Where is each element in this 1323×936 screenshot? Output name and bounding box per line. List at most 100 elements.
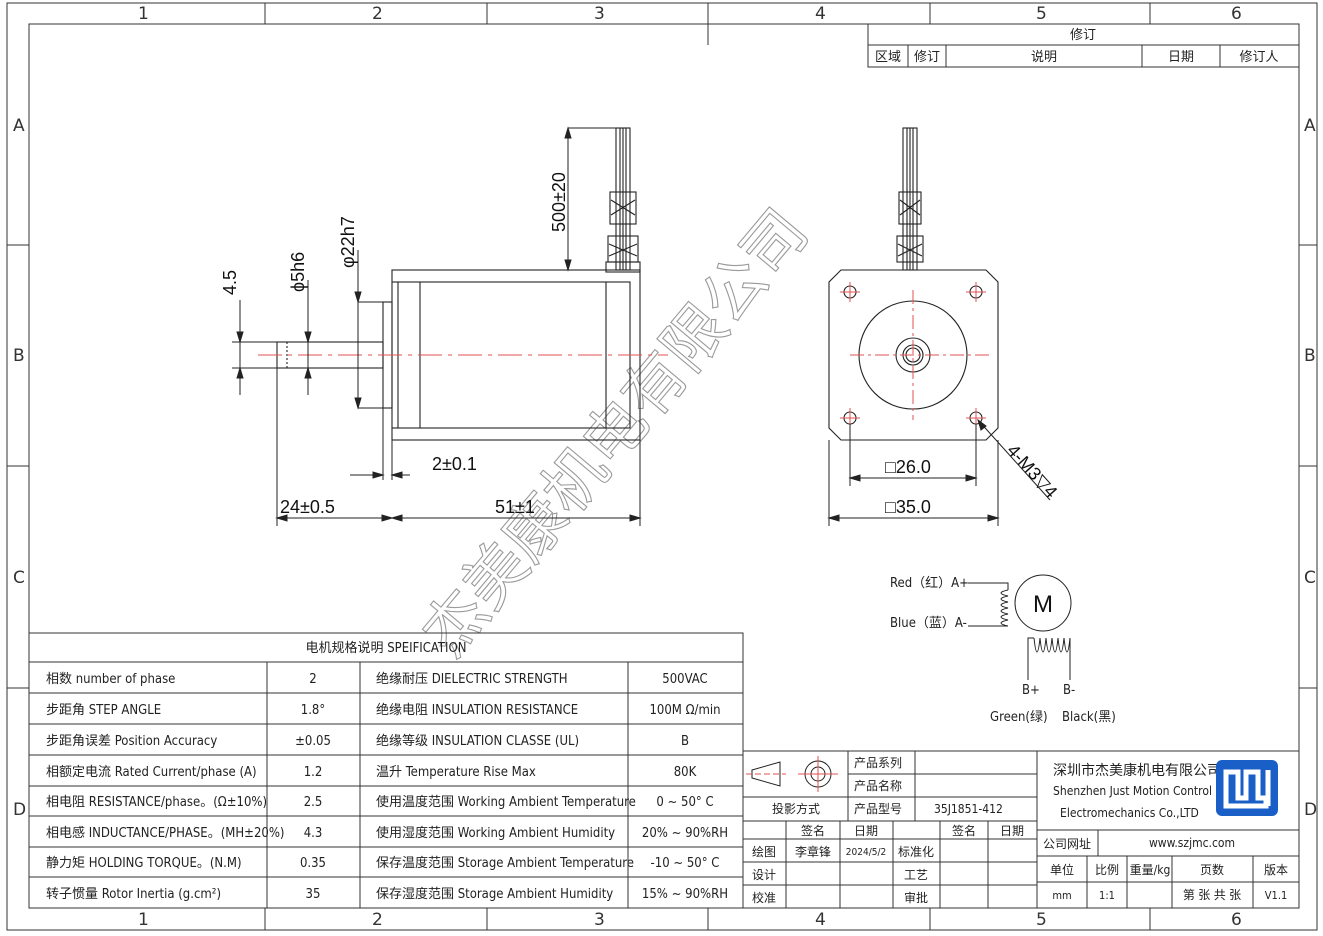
dim-shaft-length: 24±0.5 — [280, 497, 335, 517]
label-design: 设计 — [752, 868, 776, 882]
dim-flange-size: □35.0 — [885, 497, 931, 517]
label-draw: 绘图 — [752, 844, 776, 859]
wiring-motor-symbol: M — [1033, 591, 1053, 618]
header-sign-2: 签名 — [952, 823, 976, 838]
col-6-bottom: 6 — [1231, 910, 1242, 930]
col-6-top: 6 — [1231, 4, 1242, 24]
spec-value: 2 — [309, 672, 316, 687]
col-1-bottom: 1 — [138, 910, 149, 930]
spec-value-2: -10 ~ 50° C — [651, 856, 720, 871]
spec-value-2: 0 ~ 50° C — [656, 795, 713, 810]
row-b-right: B — [1304, 346, 1316, 366]
spec-value-2: 15% ~ 90%RH — [642, 887, 728, 902]
revision-table: 修订 区域 修订 说明 日期 修订人 — [867, 23, 1300, 68]
row-c-left: C — [13, 568, 25, 588]
revision-header-area: 区域 — [875, 50, 901, 65]
company-logo — [1216, 760, 1278, 816]
spec-label: 转子惯量 Rotor Inertia (g.cm²) — [46, 886, 221, 902]
label-pages: 页数 — [1200, 862, 1224, 877]
company-name-cn: 深圳市杰美康机电有限公司 — [1053, 762, 1221, 779]
label-product-name: 产品名称 — [854, 778, 902, 793]
label-unit: 单位 — [1050, 862, 1074, 877]
spec-label-2: 绝缘电阻 INSULATION RESISTANCE — [376, 702, 578, 718]
col-1-top: 1 — [138, 4, 149, 24]
col-2-bottom: 2 — [372, 910, 383, 930]
col-2-top: 2 — [372, 4, 383, 24]
header-sign: 签名 — [801, 823, 825, 838]
spec-value-2: 100M Ω/min — [649, 703, 720, 718]
label-standard: 标准化 — [898, 845, 934, 859]
spec-title: 电机规格说明 SPEIFICATION — [306, 640, 467, 656]
label-check: 校准 — [752, 890, 776, 905]
wiring-black: Black(黑) — [1062, 710, 1116, 725]
spec-value-2: 500VAC — [662, 672, 707, 687]
unit-value: mm — [1052, 889, 1071, 902]
spec-value: 35 — [306, 887, 321, 902]
spec-table: 电机规格说明 SPEIFICATION 相数 number of phase 2 绝… — [28, 632, 744, 909]
wiring-green: Green(绿) — [990, 710, 1048, 725]
col-5-bottom: 5 — [1036, 910, 1047, 930]
label-version: 版本 — [1264, 863, 1288, 877]
drawer-name: 李章锋 — [795, 844, 831, 859]
website-value: www.szjmc.com — [1149, 836, 1235, 850]
spec-value: 4.3 — [304, 826, 323, 841]
revision-title: 修订 — [1070, 28, 1096, 43]
wiring-a-plus: Red（红）A+ — [890, 575, 969, 591]
label-approve: 审批 — [904, 890, 928, 905]
spec-value: 1.2 — [304, 765, 323, 780]
label-website: 公司网址 — [1043, 837, 1091, 851]
label-scale: 比例 — [1095, 863, 1119, 877]
revision-header-reviser: 修订人 — [1239, 50, 1278, 65]
spec-value: 0.35 — [300, 856, 326, 871]
spec-value-2: B — [681, 734, 689, 749]
revision-header-desc: 说明 — [1031, 50, 1057, 65]
wiring-b-plus: B+ — [1022, 683, 1040, 698]
spec-label-2: 保存湿度范围 Storage Ambient Humidity — [376, 886, 613, 902]
spec-label: 步距角误差 Position Accuracy — [46, 734, 217, 749]
dim-flat: 4.5 — [220, 270, 240, 295]
col-5-top: 5 — [1036, 4, 1047, 24]
spec-label-2: 绝缘耐压 DIELECTRIC STRENGTH — [376, 671, 568, 687]
spec-label: 相额定电流 Rated Current/phase (A) — [46, 765, 257, 780]
spec-label-2: 绝缘等级 INSULATION CLASSE (UL) — [376, 733, 579, 749]
motor-side-view — [276, 127, 641, 441]
revision-header-rev: 修订 — [914, 50, 940, 65]
dim-tapped-holes: 4-M3▽4 — [1003, 440, 1061, 502]
label-weight: 重量/kg — [1130, 863, 1171, 877]
spec-label-2: 使用温度范围 Working Ambient Temperature — [376, 794, 636, 810]
spec-label: 相电阻 RESISTANCE/phase。(Ω±10%) — [46, 795, 267, 810]
dim-body-diameter: φ22h7 — [338, 216, 358, 268]
spec-value-2: 20% ~ 90%RH — [642, 826, 728, 841]
row-a-right: A — [1304, 116, 1316, 136]
wiring-a-minus: Blue（蓝）A- — [890, 616, 967, 631]
title-block: 产品系列 产品名称 投影方式 产品型号 35J1851-412 签名 日期 签名… — [742, 750, 1300, 909]
dim-flange: 2±0.1 — [432, 454, 477, 474]
row-b-left: B — [13, 346, 25, 366]
spec-label: 相电感 INDUCTANCE/PHASE。(MH±20%) — [46, 825, 285, 841]
row-a-left: A — [13, 116, 25, 136]
spec-label: 步距角 STEP ANGLE — [46, 703, 161, 718]
label-projection: 投影方式 — [772, 801, 820, 816]
label-product-series: 产品系列 — [854, 756, 902, 770]
version-value: V1.1 — [1265, 889, 1288, 902]
side-dimensions — [232, 126, 642, 526]
zone-labels: 1 2 3 4 5 6 1 2 3 4 5 6 A B C D A B C D — [13, 4, 1317, 930]
spec-label: 相数 number of phase — [46, 672, 175, 687]
company-name-en-2: Electromechanics Co.,LTD — [1060, 806, 1199, 820]
label-process: 工艺 — [904, 868, 928, 882]
spec-label: 静力矩 HOLDING TORQUE。(N.M) — [46, 856, 242, 871]
dim-body-length: 51±1 — [495, 497, 535, 517]
spec-value: 1.8° — [301, 703, 325, 718]
col-4-top: 4 — [815, 4, 826, 24]
spec-value: ±0.05 — [295, 734, 331, 749]
spec-label-2: 温升 Temperature Rise Max — [376, 765, 536, 780]
pages-value: 第 张 共 张 — [1183, 888, 1241, 902]
wiring-diagram — [968, 574, 1072, 680]
scale-value: 1:1 — [1099, 889, 1115, 902]
product-model-value: 35J1851-412 — [934, 802, 1003, 816]
col-4-bottom: 4 — [815, 910, 826, 930]
header-date-2: 日期 — [1000, 824, 1024, 838]
front-dimensions — [827, 418, 1051, 526]
spec-value: 2.5 — [304, 795, 323, 810]
